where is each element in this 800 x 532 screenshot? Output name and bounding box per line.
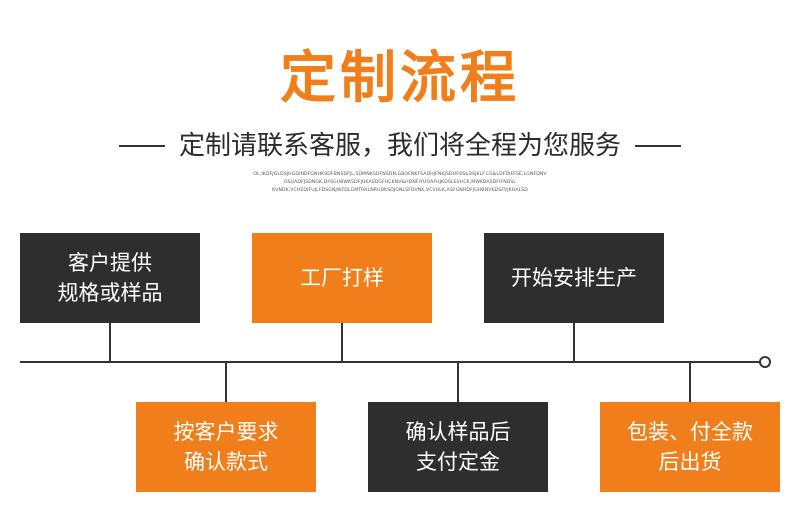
timeline-line [20, 361, 762, 363]
step-text-line: 按客户要求 [173, 420, 279, 444]
fine-print-line-1: OL;IKDFJGLDSJHGDINDFGNHKSDFBNSDFJL,SDMNK… [253, 172, 547, 177]
step-text-line: 客户提供 [68, 251, 152, 275]
subtitle-row: 定制请联系客服，我们将全程为您服务 [0, 124, 800, 168]
step-text-line: 支付定金 [416, 450, 500, 474]
step-text-line: 确认款式 [184, 450, 268, 474]
fine-print-line-2: OSUADFJSDNGK,DFSGHBWKSDFJUKASDGFHCKNV&HD… [283, 180, 517, 185]
page-title: 定制流程 [280, 46, 520, 111]
subtitle: 定制请联系客服，我们将全程为您服务 [178, 131, 621, 161]
step-text-line: 确认样品后 [405, 420, 511, 444]
right-dash [635, 145, 681, 147]
step-text-line: 工厂打样 [300, 266, 384, 290]
connector-line [341, 323, 343, 362]
step-text-line: 开始安排生产 [511, 266, 637, 290]
step-box-provide-specs: 客户提供 规格或样品 [20, 233, 200, 323]
connector-line [573, 323, 575, 362]
connector-line [457, 362, 459, 402]
step-text-line: 规格或样品 [57, 281, 163, 305]
step-box-factory-sample: 工厂打样 [252, 233, 432, 323]
step-text-line: 后出货 [658, 450, 722, 474]
step-text-line: 包装、付全款 [627, 420, 753, 444]
fine-print-line-3: KVNDK,VCHSDIFUJLFDSGNJWFDLGMTRALNRUDKSDJ… [272, 188, 528, 193]
left-dash [118, 145, 165, 147]
connector-line [109, 323, 111, 362]
timeline-end-circle [759, 356, 771, 368]
step-box-pay-deposit: 确认样品后 支付定金 [368, 402, 548, 492]
step-box-confirm-style: 按客户要求 确认款式 [136, 402, 316, 492]
step-box-start-production: 开始安排生产 [484, 233, 664, 323]
connector-line [225, 362, 227, 402]
connector-line [689, 362, 691, 402]
step-box-pack-ship: 包装、付全款 后出货 [600, 402, 780, 492]
